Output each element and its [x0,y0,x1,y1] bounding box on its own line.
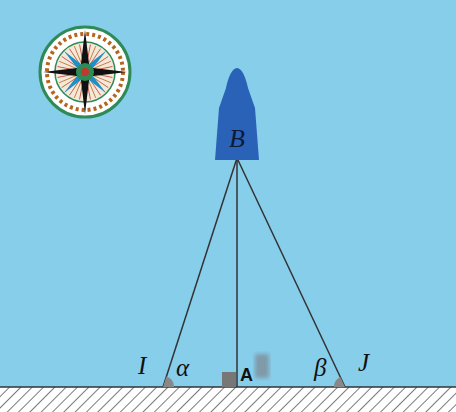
sight-line [237,158,345,387]
point-label: I [138,353,146,378]
sight-line [163,158,237,387]
point-label: A [240,366,253,384]
blurred-mark [255,354,269,378]
point-label: J [358,350,369,375]
angle-mark [163,377,174,387]
compass-rose [40,27,130,117]
point-label: B [229,126,245,160]
boat-shape: B [215,68,259,160]
angle-label: β [314,355,326,380]
angle-mark [334,377,345,387]
point-marker [222,372,236,387]
shore-ground [0,387,456,412]
perpendicular-line [236,158,238,387]
angle-label: α [176,355,189,380]
